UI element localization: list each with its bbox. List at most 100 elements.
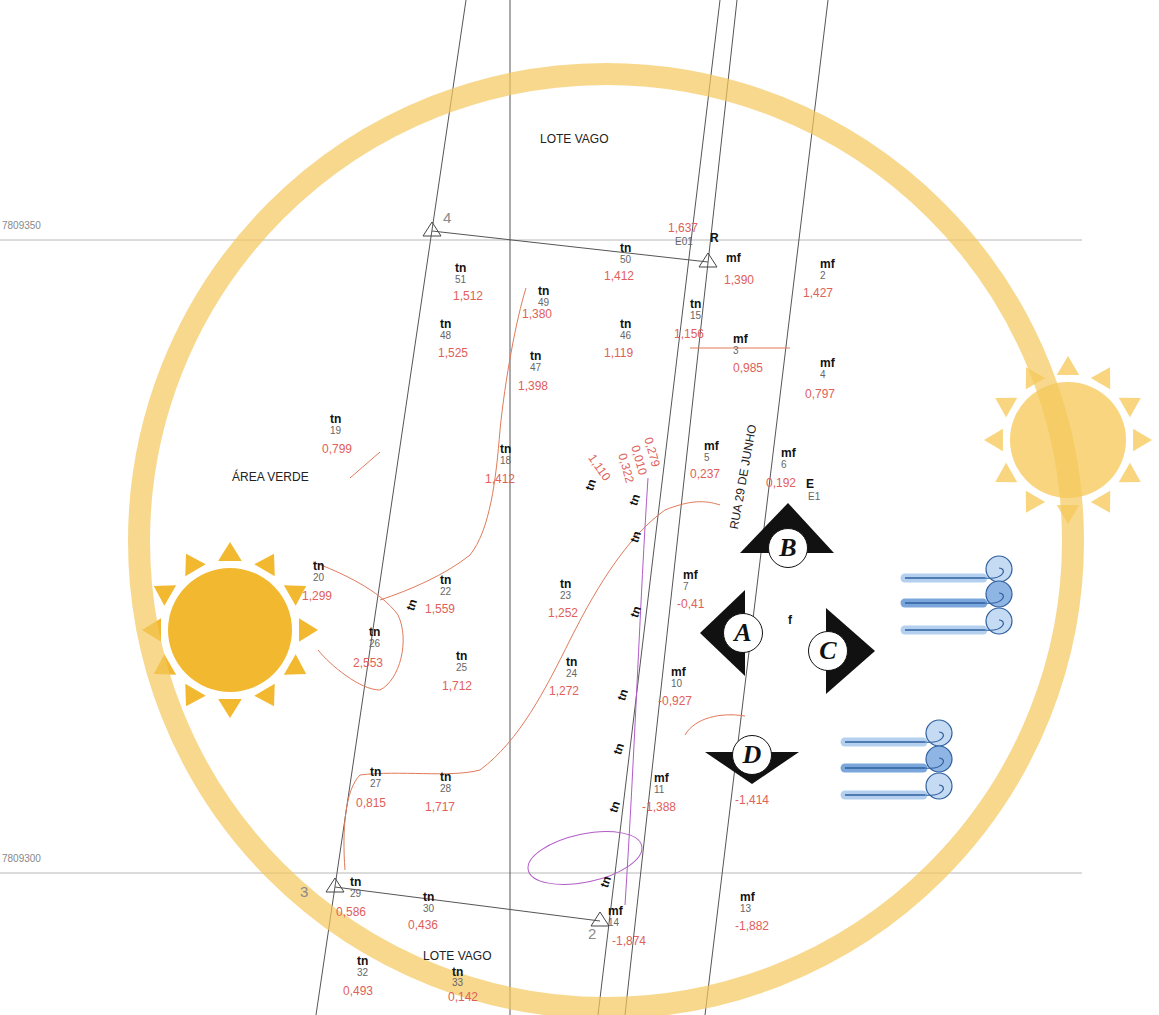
street-line xyxy=(598,0,720,1015)
sun-ray xyxy=(284,654,306,675)
street-line xyxy=(625,0,737,1015)
survey-marks xyxy=(326,222,717,926)
point-code: tn xyxy=(357,955,368,968)
elevation-value: 0,493 xyxy=(343,985,373,998)
survey-mark xyxy=(326,878,344,892)
point-code: tn xyxy=(611,741,627,756)
point-number: 19 xyxy=(330,425,341,436)
point-number: 22 xyxy=(440,586,451,597)
sun-ray xyxy=(995,398,1017,417)
point-number: 6 xyxy=(781,459,787,470)
wind-curl xyxy=(986,581,1012,607)
wind-spiral xyxy=(985,620,1003,630)
marker-letter: A xyxy=(734,620,751,646)
wind-spiral xyxy=(925,785,943,795)
lot-boundary xyxy=(335,887,600,921)
elevation-value: 1,398 xyxy=(518,380,548,393)
elevation-value: 1,272 xyxy=(549,685,579,698)
vertex-number: 4 xyxy=(443,210,451,227)
point-number: 15 xyxy=(690,310,701,321)
direction-marker: C xyxy=(808,631,848,671)
coordinate-label: 7809350 xyxy=(2,220,41,231)
elevation-value: 1,412 xyxy=(604,270,634,283)
point-number: 46 xyxy=(620,330,631,341)
wind-line xyxy=(845,794,925,795)
contour-line xyxy=(380,288,526,600)
direction-marker: A xyxy=(723,613,763,653)
sun-ray xyxy=(254,554,275,576)
elevation-value: 0,586 xyxy=(336,906,366,919)
point-code: tn xyxy=(500,443,511,456)
contour-lines xyxy=(313,288,790,870)
marker-letter: C xyxy=(819,638,836,664)
vertex-number: 2 xyxy=(588,926,596,943)
purple-lines xyxy=(523,478,648,905)
elevation-value: 1,390 xyxy=(724,274,754,287)
elevation-value: 0,797 xyxy=(805,388,835,401)
sun-ray xyxy=(1119,398,1141,417)
point-code: tn xyxy=(440,771,451,784)
point-number: 49 xyxy=(538,297,549,308)
point-code: mf xyxy=(740,891,755,904)
point-code: tn xyxy=(598,874,614,889)
point-number: 27 xyxy=(370,778,381,789)
point-code: tn xyxy=(440,318,451,331)
wind-curl xyxy=(986,608,1012,634)
point-number: 24 xyxy=(566,668,577,679)
boundary-line xyxy=(510,0,511,1015)
point-code: tn xyxy=(370,766,381,779)
point-number: 10 xyxy=(671,678,682,689)
sun-disc xyxy=(168,568,292,692)
direction-marker: B xyxy=(768,528,808,568)
sun-ray xyxy=(1091,491,1110,513)
point-code: R xyxy=(710,232,719,245)
sun-ray xyxy=(1119,463,1141,482)
elevation-value: 2,553 xyxy=(353,657,383,670)
sun-ray xyxy=(218,542,242,561)
elevation-value: 1,380 xyxy=(522,308,552,321)
point-number: 51 xyxy=(455,274,466,285)
boundary-lines xyxy=(316,0,828,1015)
point-code: tn xyxy=(560,578,571,591)
point-code: mf xyxy=(733,333,748,346)
point-code: tn xyxy=(615,687,631,702)
wind-line xyxy=(845,741,925,742)
wind-symbols xyxy=(845,556,1012,799)
point-number: 26 xyxy=(369,638,380,649)
point-code: tn xyxy=(627,492,643,507)
elevation-value: -0,927 xyxy=(658,695,692,708)
sun-symbols xyxy=(142,356,1152,718)
point-number: E01 xyxy=(675,236,693,247)
marker-letter: B xyxy=(779,535,796,561)
wind-spiral xyxy=(985,593,1003,603)
wind-curl xyxy=(986,556,1012,582)
point-number: 30 xyxy=(423,903,434,914)
wind-line xyxy=(905,577,985,578)
point-code: tn xyxy=(404,597,420,612)
wind-spiral xyxy=(985,568,1003,578)
point-number: 48 xyxy=(440,330,451,341)
wind-curl xyxy=(926,720,952,746)
sun-ray xyxy=(995,463,1017,482)
point-code: mf xyxy=(683,569,698,582)
point-code: mf xyxy=(704,440,719,453)
point-number: 47 xyxy=(530,362,541,373)
elevation-value: 1,427 xyxy=(803,287,833,300)
point-code: tn xyxy=(530,350,541,363)
point-code: tn xyxy=(456,650,467,663)
sun-ray xyxy=(185,554,206,576)
elevation-value: 0,237 xyxy=(690,468,720,481)
elevation-value: 1,119 xyxy=(604,347,633,360)
sun-ray xyxy=(1091,367,1110,389)
point-number: 20 xyxy=(313,572,324,583)
grid-lines xyxy=(0,240,1082,873)
point-code: tn xyxy=(423,891,434,904)
point-number: 13 xyxy=(740,903,751,914)
sun-ray xyxy=(1026,491,1045,513)
coordinate-label: 7809300 xyxy=(2,853,41,864)
elevation-value: 0,815 xyxy=(356,797,386,810)
elevation-value: 1,525 xyxy=(438,347,468,360)
street-line xyxy=(705,0,828,1015)
point-number: 32 xyxy=(357,967,368,978)
